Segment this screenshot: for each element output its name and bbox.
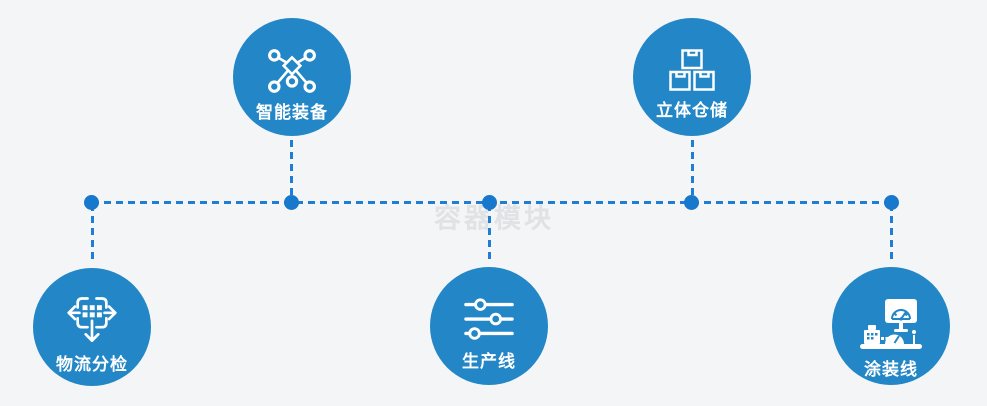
node-label: 立体仓储 [656, 101, 728, 120]
node-coating-line[interactable]: 涂装线 [832, 267, 950, 385]
sliders-icon [464, 298, 514, 340]
connector-coating-line [890, 204, 893, 263]
connector-warehouse [691, 140, 694, 202]
stacked-boxes-icon [669, 49, 715, 91]
connector-smart-equipment [290, 140, 293, 202]
node-label: 生产线 [462, 352, 516, 371]
connector-dot [84, 195, 99, 210]
control-station-icon [860, 299, 922, 349]
node-label: 智能装备 [256, 103, 328, 122]
sorting-arrows-icon [67, 297, 117, 342]
connector-dot [284, 195, 299, 210]
node-smart-equipment[interactable]: 智能装备 [233, 18, 351, 136]
connector-dot [482, 195, 497, 210]
connector-dot [684, 195, 699, 210]
connector-logistics-sorting [91, 204, 94, 264]
node-production-line[interactable]: 生产线 [430, 267, 548, 385]
node-warehouse[interactable]: 立体仓储 [633, 18, 751, 136]
node-label: 涂装线 [864, 360, 918, 379]
node-logistics-sorting[interactable]: 物流分检 [33, 268, 151, 386]
node-label: 物流分检 [56, 355, 128, 374]
network-nodes-icon [268, 49, 316, 93]
connector-production-line [488, 204, 491, 263]
connector-dot [884, 195, 899, 210]
